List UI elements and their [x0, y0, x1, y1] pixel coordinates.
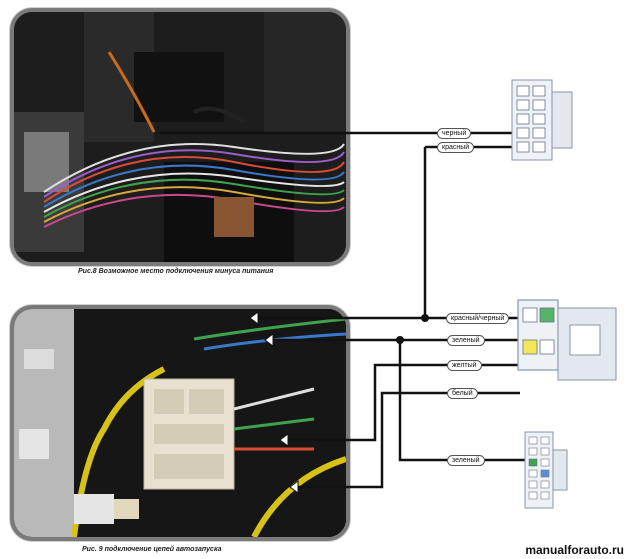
- figure-9-caption: Рис. 9 подключение цепей автозапуска: [82, 546, 222, 553]
- wire-label-green: зеленый: [447, 335, 485, 346]
- autostart-photo: [10, 305, 350, 541]
- harness-photo: [10, 8, 350, 266]
- wire-label-red: красный: [437, 142, 475, 153]
- wire-label-yellow: желтый: [447, 360, 482, 371]
- wire-label-green-2: зеленый: [447, 455, 485, 466]
- site-watermark: manualforauto.ru: [525, 543, 624, 557]
- connector-2: [517, 299, 617, 381]
- wire-junctions: [396, 314, 429, 344]
- autostart-photo-illustration: [14, 309, 346, 537]
- wire-green-branch: [398, 340, 525, 462]
- wire-label-white: белый: [447, 388, 478, 399]
- wire-label-red-black: красный/черный: [446, 313, 510, 324]
- figure-8-caption: Рис.8 Возможное место подключения минуса…: [78, 268, 274, 275]
- harness-photo-illustration: [14, 12, 346, 262]
- connector-1: [511, 79, 573, 161]
- connector-3: [524, 431, 568, 509]
- junction-dot: [396, 336, 404, 344]
- wire-label-black: черный: [437, 128, 472, 139]
- junction-dot: [421, 314, 429, 322]
